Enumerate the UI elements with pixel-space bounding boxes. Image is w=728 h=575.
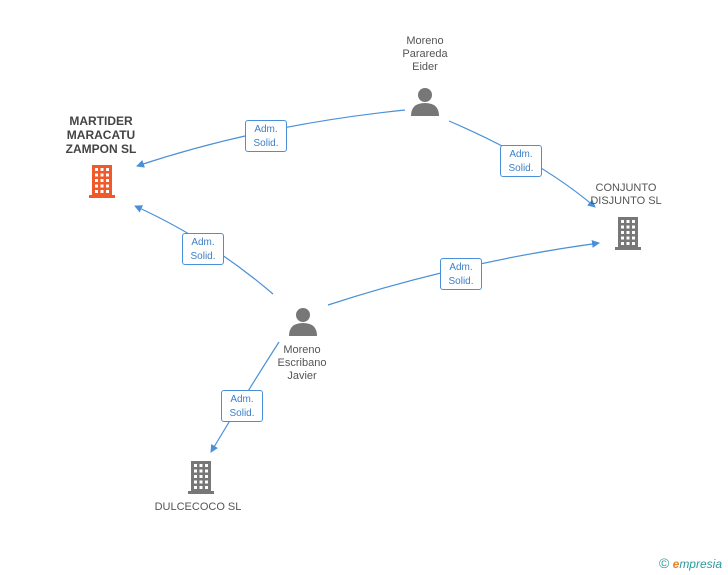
empresia-watermark: © empresia [658, 555, 722, 571]
building-icon-conjunto[interactable] [615, 217, 641, 250]
edge-label-escribano-dulcecoco[interactable]: Adm. Solid. [221, 390, 263, 422]
node-label-dulcecoco[interactable]: DULCECOCO SL [154, 501, 242, 513]
node-label-martider[interactable]: MARTIDER MARACATU ZAMPON SL [65, 114, 137, 156]
node-label-moreno-parareda[interactable]: Moreno Parareda Eider [402, 35, 448, 73]
node-label-moreno-escribano[interactable]: Moreno Escribano Javier [277, 344, 327, 382]
edge-label-parareda-conjunto[interactable]: Adm. Solid. [500, 145, 542, 177]
person-icon-moreno-escribano[interactable] [289, 308, 317, 336]
edge-label-escribano-martider[interactable]: Adm. Solid. [182, 233, 224, 265]
person-icon-moreno-parareda[interactable] [411, 88, 439, 116]
building-icon-martider[interactable] [89, 165, 115, 198]
edge-label-escribano-conjunto[interactable]: Adm. Solid. [440, 258, 482, 290]
building-icon-dulcecoco[interactable] [188, 461, 214, 494]
node-label-conjunto[interactable]: CONJUNTO DISJUNTO SL [590, 182, 662, 207]
edge-label-parareda-martider[interactable]: Adm. Solid. [245, 120, 287, 152]
